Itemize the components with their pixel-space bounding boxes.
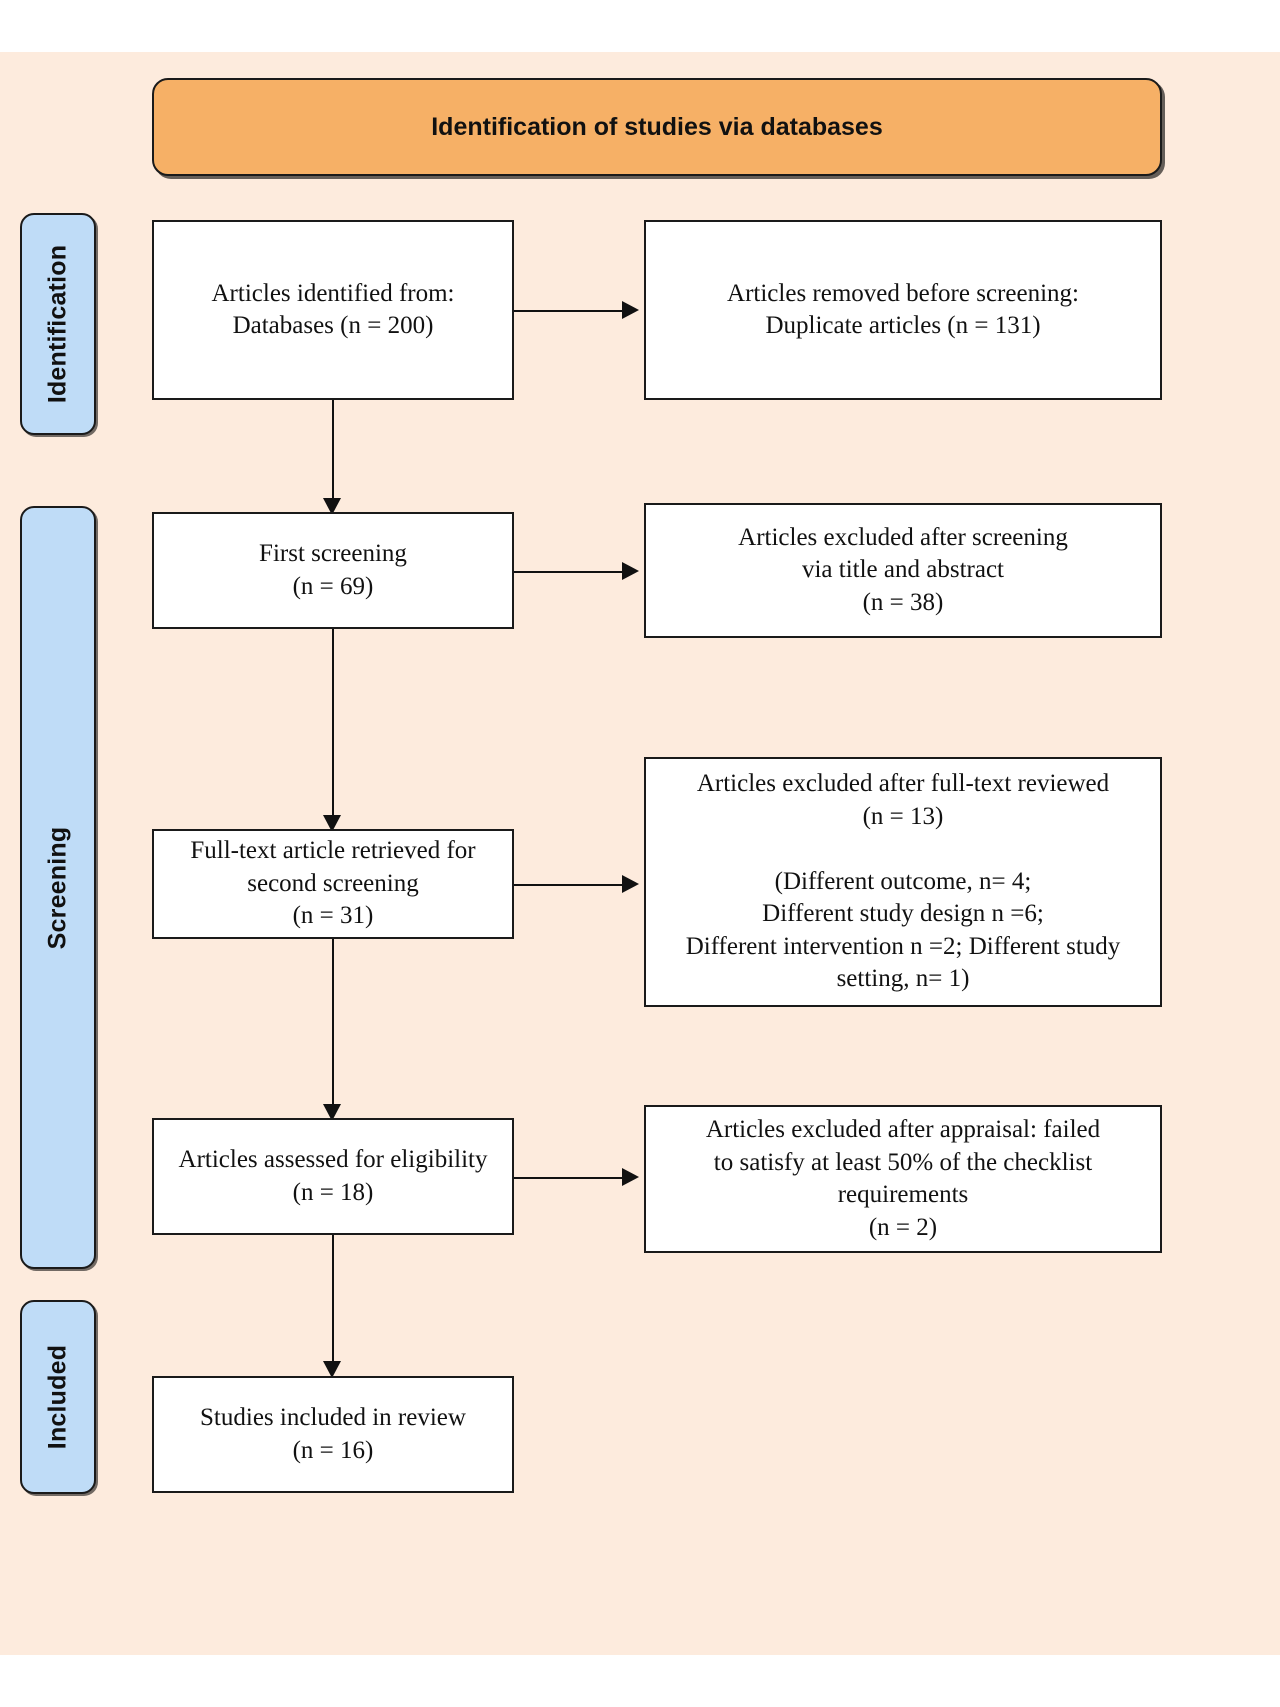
box-excluded-after-screening-text: Articles excluded after screening via ti… — [738, 523, 1068, 616]
box-articles-identified: Articles identified from: Databases (n =… — [152, 220, 514, 400]
connector-fulltext-to-eligibility — [332, 939, 334, 1106]
box-excluded-after-fulltext: Articles excluded after full-text review… — [644, 757, 1162, 1007]
diagram-header-banner: Identification of studies via databases — [152, 78, 1162, 176]
connector-eligibility-to-appraisal — [514, 1177, 622, 1179]
arrow-eligibility-to-appraisal — [622, 1168, 639, 1186]
stage-identification-label: Identification — [43, 244, 72, 404]
connector-first-screening-to-excluded — [514, 571, 622, 573]
connector-identified-to-first-screening — [332, 400, 334, 500]
stage-included-label: Included — [43, 1344, 72, 1450]
stage-screening-label: Screening — [43, 826, 72, 949]
arrow-first-screening-to-fulltext — [323, 815, 341, 832]
box-articles-identified-text: Articles identified from: Databases (n =… — [211, 279, 455, 340]
diagram-title: Identification of studies via databases — [431, 112, 883, 141]
box-articles-removed-text: Articles removed before screening: Dupli… — [727, 279, 1079, 340]
box-studies-included: Studies included in review (n = 16) — [152, 1376, 514, 1493]
arrow-eligibility-to-included — [323, 1361, 341, 1378]
box-fulltext-retrieved: Full-text article retrieved for second s… — [152, 829, 514, 939]
box-first-screening: First screening (n = 69) — [152, 512, 514, 629]
box-fulltext-retrieved-text: Full-text article retrieved for second s… — [190, 837, 476, 930]
stage-screening: Screening — [20, 506, 96, 1269]
box-assessed-eligibility: Articles assessed for eligibility (n = 1… — [152, 1118, 514, 1235]
box-excluded-after-appraisal: Articles excluded after appraisal: faile… — [644, 1105, 1162, 1253]
connector-first-screening-to-fulltext — [332, 629, 334, 817]
box-first-screening-text: First screening (n = 69) — [259, 540, 407, 600]
arrow-identified-to-removed — [622, 301, 639, 319]
stage-included: Included — [20, 1300, 96, 1494]
box-assessed-eligibility-text: Articles assessed for eligibility (n = 1… — [178, 1146, 488, 1206]
arrow-fulltext-to-eligibility — [323, 1104, 341, 1121]
box-excluded-after-appraisal-text: Articles excluded after appraisal: faile… — [705, 1116, 1101, 1241]
arrow-fulltext-to-excluded — [622, 875, 639, 893]
box-excluded-after-screening: Articles excluded after screening via ti… — [644, 503, 1162, 638]
connector-fulltext-to-excluded — [514, 884, 622, 886]
arrow-first-screening-to-excluded — [622, 562, 639, 580]
connector-identified-to-removed — [514, 310, 622, 312]
connector-eligibility-to-included — [332, 1235, 334, 1363]
arrow-identified-to-first-screening — [323, 498, 341, 515]
stage-identification: Identification — [20, 213, 96, 435]
box-excluded-after-fulltext-text: Articles excluded after full-text review… — [685, 770, 1121, 993]
box-studies-included-text: Studies included in review (n = 16) — [200, 1404, 466, 1464]
box-articles-removed: Articles removed before screening: Dupli… — [644, 220, 1162, 400]
